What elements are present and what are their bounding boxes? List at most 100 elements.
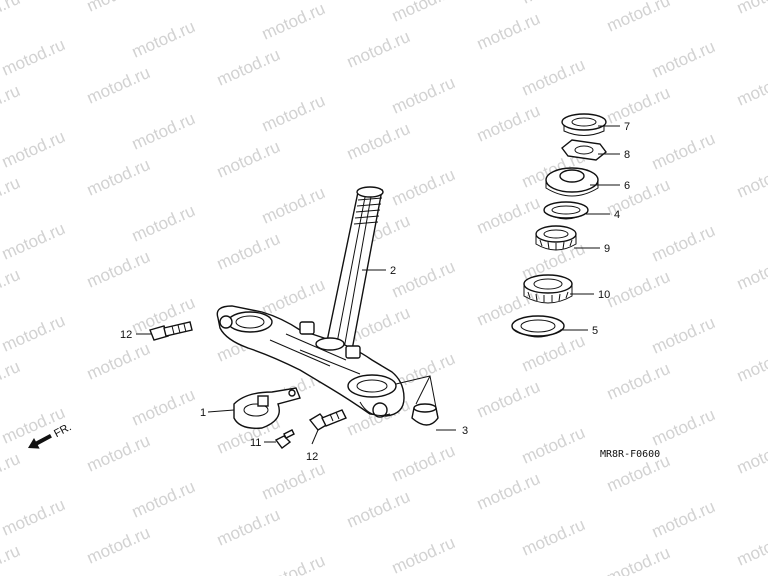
watermark-text: motod.ru: [734, 341, 768, 386]
watermark-text: motod.ru: [259, 183, 328, 228]
dust-seal-part-4[interactable]: [543, 201, 589, 220]
watermark-text: motod.ru: [389, 0, 458, 26]
watermark-text: motod.ru: [259, 91, 328, 136]
watermark-text: motod.ru: [604, 359, 673, 404]
watermark-text: motod.ru: [344, 487, 413, 532]
watermark-text: motod.ru: [734, 249, 768, 294]
watermark-text: motod.ru: [84, 63, 153, 108]
watermark-text: motod.ru: [734, 525, 768, 570]
diagram-code: MR8R-F0600: [600, 449, 660, 460]
watermark-text: motod.ru: [604, 83, 673, 128]
lower-race-part-5[interactable]: [511, 315, 565, 338]
watermark-text: motod.ru: [0, 0, 23, 34]
watermark-text: motod.ru: [474, 193, 543, 238]
callout-7: 7: [624, 121, 630, 133]
watermark-text: motod.ru: [474, 377, 543, 422]
watermark-text: motod.ru: [734, 0, 768, 18]
watermark-text: motod.ru: [259, 551, 328, 576]
watermark-text: motod.ru: [0, 265, 23, 310]
watermark-text: motod.ru: [649, 405, 718, 450]
watermark-text: motod.ru: [389, 533, 458, 576]
watermark-text: motod.ru: [259, 275, 328, 320]
watermark-text: motod.ru: [0, 219, 68, 264]
callout-9: 9: [604, 243, 610, 255]
watermark-text: motod.ru: [474, 469, 543, 514]
callout-12-upper: 12: [120, 329, 132, 341]
watermark-text: motod.ru: [389, 73, 458, 118]
watermark-text: motod.ru: [0, 495, 68, 540]
watermark-text: motod.ru: [389, 165, 458, 210]
leader-lines: [136, 125, 620, 445]
callout-6: 6: [624, 180, 630, 192]
hose-bracket-part-1[interactable]: [233, 387, 301, 429]
watermark-text: motod.ru: [0, 81, 23, 126]
callout-11: 11: [250, 437, 261, 449]
watermark-text: motod.ru: [0, 541, 23, 576]
callout-3: 3: [462, 425, 468, 437]
adjusting-nut-part-6[interactable]: [545, 167, 599, 197]
watermark-text: motod.ru: [84, 431, 153, 476]
callout-1: 1: [200, 407, 206, 419]
watermark-text: motod.ru: [84, 339, 153, 384]
watermark-text: motod.ru: [0, 357, 23, 402]
watermark-text: motod.ru: [734, 157, 768, 202]
watermark-text: motod.ru: [649, 497, 718, 542]
watermark-text: motod.ru: [129, 385, 198, 430]
watermark-text: motod.ru: [474, 9, 543, 54]
watermark-text: motod.ru: [519, 515, 588, 560]
watermark-text: motod.ru: [129, 17, 198, 62]
steering-stem[interactable]: [325, 186, 384, 351]
watermark-text: motod.ru: [0, 449, 23, 494]
callout-labels: 2 7 8 6 4 9 10 5 3 1 12 12 11: [120, 121, 630, 463]
lock-washer-part-7[interactable]: [561, 113, 607, 136]
callout-10: 10: [598, 289, 610, 301]
watermark-text: motod.ru: [604, 267, 673, 312]
watermark-text: motod.ru: [129, 109, 198, 154]
callout-4: 4: [614, 209, 620, 221]
bolt-part-12-upper[interactable]: [149, 321, 193, 341]
watermark-text: motod.ru: [84, 0, 153, 16]
watermark-text: motod.ru: [84, 155, 153, 200]
bolt-part-12-lower[interactable]: [308, 409, 347, 431]
callout-12-lower: 12: [306, 451, 318, 463]
watermark-text: motod.ru: [214, 229, 283, 274]
bottom-bridge[interactable]: [216, 305, 405, 418]
watermark-text: motod.ru: [604, 543, 673, 576]
watermark-text: motod.ru: [519, 331, 588, 376]
watermark-text: motod.ru: [519, 423, 588, 468]
callout-2: 2: [390, 265, 396, 277]
screw-part-11[interactable]: [274, 429, 295, 449]
watermark-text: motod.ru: [84, 523, 153, 568]
watermark-text: motod.ru: [344, 119, 413, 164]
watermark-text: motod.ru: [84, 247, 153, 292]
watermark-text: motod.ru: [519, 55, 588, 100]
watermark-text: motod.ru: [0, 311, 68, 356]
dust-seal-part-3[interactable]: [411, 403, 439, 426]
watermark-text: motod.ru: [389, 257, 458, 302]
watermark-text: motod.ru: [649, 313, 718, 358]
watermark-text: motod.ru: [0, 173, 23, 218]
watermark-text: motod.ru: [519, 0, 588, 8]
watermark-text: motod.ru: [344, 27, 413, 72]
steering-bearing-part-10[interactable]: [523, 274, 573, 304]
watermark-text: motod.ru: [649, 221, 718, 266]
watermark-text: motod.ru: [0, 35, 68, 80]
watermark-text: motod.ru: [259, 0, 328, 44]
watermark-text: motod.ru: [129, 201, 198, 246]
watermark-text: motod.ru: [389, 441, 458, 486]
watermark-text: motod.ru: [734, 65, 768, 110]
watermark-text: motod.ru: [129, 477, 198, 522]
callout-8: 8: [624, 149, 630, 161]
watermark-text: motod.ru: [649, 37, 718, 82]
watermark-text: motod.ru: [214, 505, 283, 550]
watermark-text: motod.ru: [259, 459, 328, 504]
watermark-text: motod.ru: [0, 127, 68, 172]
watermark-text: motod.ru: [649, 129, 718, 174]
inner-race-part-9[interactable]: [535, 225, 577, 251]
watermark-text: motod.ru: [604, 0, 673, 36]
watermark-text: motod.ru: [474, 101, 543, 146]
watermark-text: motod.ru: [214, 45, 283, 90]
lock-nut-part-8[interactable]: [561, 139, 607, 161]
